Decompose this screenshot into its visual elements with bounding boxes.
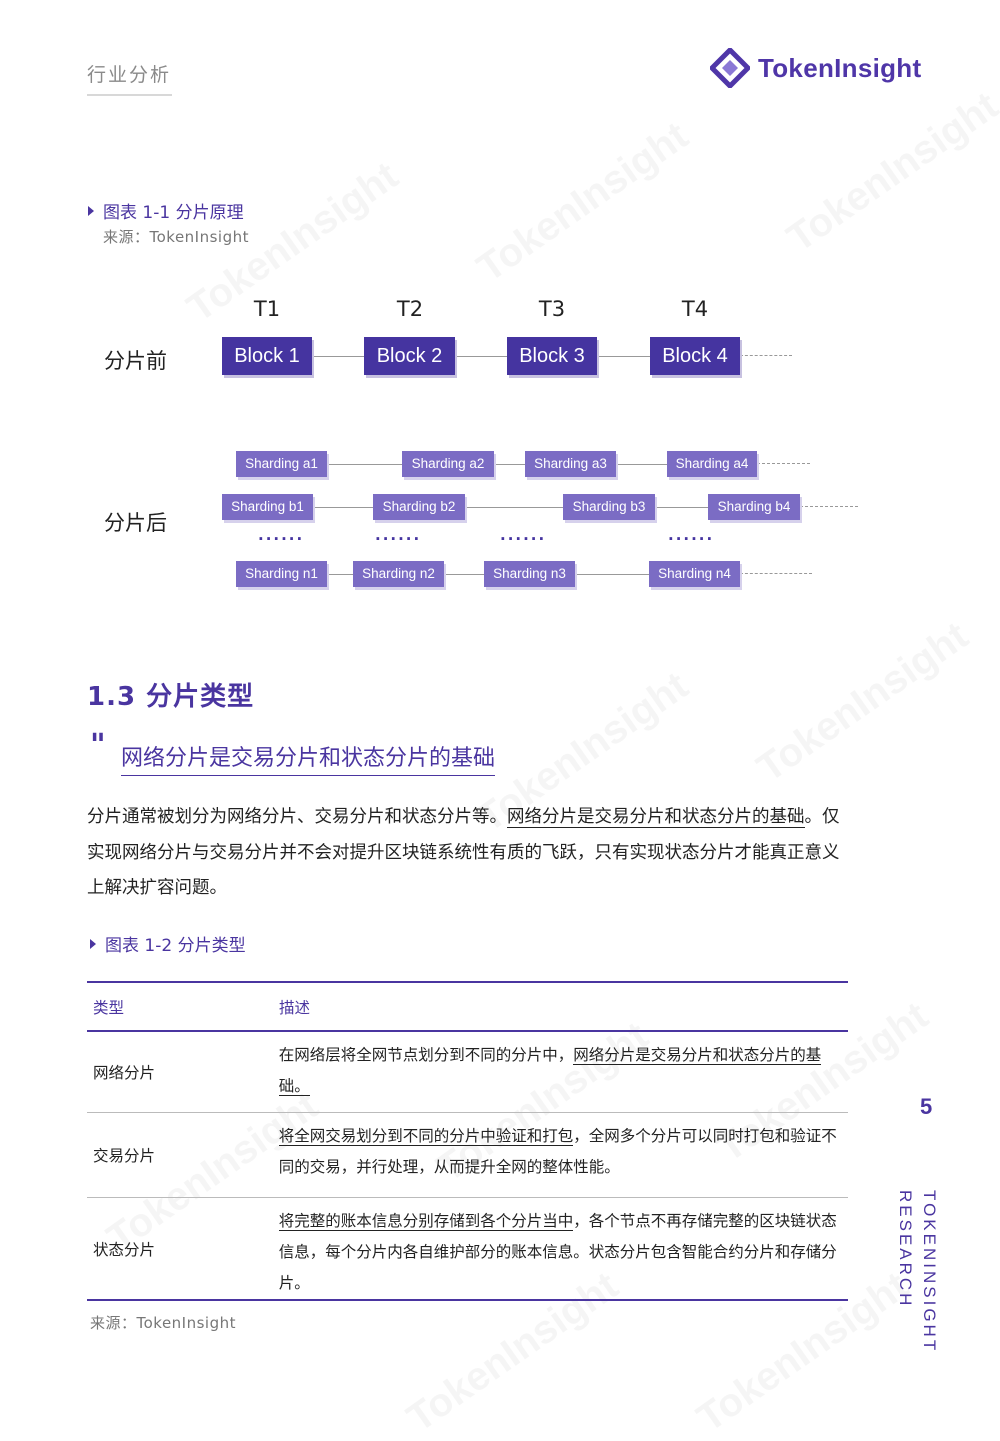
block: Block 4	[650, 337, 740, 375]
paragraph-text: 分片通常被划分为网络分片、交易分片和状态分片等。	[87, 807, 507, 827]
shard-link	[327, 574, 353, 575]
cell-description: 将完整的账本信息分别存储到各个分片当中，各个节点不再存储完整的区块链状态信息，每…	[273, 1198, 848, 1299]
table-top-rule	[87, 981, 848, 983]
ellipsis-dots: ......	[500, 526, 547, 544]
watermark: TokenInsight	[749, 614, 976, 792]
time-label: T3	[538, 297, 566, 321]
paragraph-text: 。仅实现网络分片与交易分片并不会对提升区块链系统性有质的飞跃，只有实现状态分片才…	[87, 807, 840, 898]
chain-link	[455, 356, 507, 357]
table-row: 网络分片 在网络层将全网节点划分到不同的分片中，网络分片是交易分片和状态分片的基…	[87, 1032, 848, 1113]
ellipsis-dots: ......	[668, 526, 715, 544]
desc-text: ，各个节点不再存储完整的区块链状态信息，每个分片内各自维护部分的账本信息。状态分…	[278, 1212, 837, 1292]
shard-block: Sharding a1	[236, 451, 327, 477]
section-label-underline	[87, 94, 172, 96]
shard-block: Sharding b2	[373, 494, 465, 520]
figure-caption: 图表 1-2 分片类型	[90, 931, 246, 956]
shard-block: Sharding n4	[649, 561, 740, 587]
caption-arrow-icon	[88, 205, 94, 216]
table-row: 状态分片 将完整的账本信息分别存储到各个分片当中，各个节点不再存储完整的区块链状…	[87, 1198, 848, 1301]
time-label: T1	[253, 297, 281, 321]
cell-type: 状态分片	[93, 1240, 156, 1259]
table-source: 来源：TokenInsight	[90, 1314, 237, 1332]
table-header: 类型 描述	[87, 983, 848, 1032]
shard-continuation	[800, 506, 858, 507]
tokeninsight-logo-icon	[710, 48, 750, 88]
ellipsis-dots: ......	[375, 526, 422, 544]
section-label: 行业分析	[87, 64, 172, 86]
figure-source: 来源：TokenInsight	[103, 228, 250, 246]
table-row: 交易分片 将全网交易划分到不同的分片中验证和打包，全网多个分片可以同时打包和验证…	[87, 1113, 848, 1198]
figure-caption: 图表 1-1 分片原理	[88, 198, 244, 223]
desc-text: 在网络层将全网节点划分到不同的分片中，	[278, 1046, 574, 1064]
figure-caption-text: 图表 1-2 分片类型	[105, 936, 246, 956]
time-label: T2	[396, 297, 424, 321]
shard-link	[575, 574, 649, 575]
logo: TokenInsight	[710, 48, 921, 88]
block: Block 1	[222, 337, 312, 375]
vertical-title-line: RESEARCH	[896, 1190, 915, 1309]
figure-caption-text: 图表 1-1 分片原理	[103, 203, 244, 223]
sharding-types-table: 类型 描述 网络分片 在网络层将全网节点划分到不同的分片中，网络分片是交易分片和…	[87, 981, 848, 1301]
desc-highlight: 将全网交易划分到不同的分片中验证和打包	[278, 1127, 574, 1146]
time-label: T4	[681, 297, 709, 321]
desc-highlight: 网络分片是交易分片和状态分片的基础。	[278, 1046, 822, 1096]
shard-block: Sharding b1	[222, 494, 313, 520]
section-heading: 1.3 分片类型	[87, 682, 255, 712]
cell-description: 在网络层将全网节点划分到不同的分片中，网络分片是交易分片和状态分片的基础。	[273, 1032, 848, 1112]
header-description: 描述	[279, 998, 311, 1017]
after-sharding-label: 分片后	[104, 511, 167, 535]
shard-link	[327, 464, 402, 465]
watermark: TokenInsight	[469, 114, 696, 292]
shard-link	[444, 574, 484, 575]
shard-block: Sharding n2	[353, 561, 444, 587]
chain-continuation	[740, 355, 792, 356]
ellipsis-dots: ......	[258, 526, 305, 544]
shard-link	[465, 507, 563, 508]
shard-block: Sharding b4	[708, 494, 800, 520]
before-sharding-label: 分片前	[104, 349, 167, 373]
desc-highlight: 将完整的账本信息分别存储到各个分片当中	[278, 1212, 574, 1231]
pull-quote: 网络分片是交易分片和状态分片的基础	[121, 740, 496, 776]
cell-type: 网络分片	[93, 1064, 156, 1082]
shard-block: Sharding n3	[484, 561, 575, 587]
quote-mark-icon: "	[90, 728, 106, 763]
vertical-title: TOKENINSIGHT RESEARCH	[893, 1190, 941, 1353]
shard-block: Sharding a4	[667, 451, 757, 477]
shard-link	[494, 464, 525, 465]
header-type: 类型	[93, 998, 125, 1017]
chain-link	[597, 356, 650, 357]
shard-link	[616, 464, 667, 465]
shard-link	[655, 507, 708, 508]
shard-block: Sharding a2	[402, 451, 494, 477]
vertical-title-line: TOKENINSIGHT	[920, 1190, 939, 1354]
chain-link	[312, 356, 364, 357]
cell-type: 交易分片	[93, 1147, 156, 1165]
paragraph-highlight: 网络分片是交易分片和状态分片的基础	[507, 807, 805, 828]
shard-block: Sharding b3	[563, 494, 655, 520]
shard-continuation	[757, 463, 810, 464]
cell-description: 将全网交易划分到不同的分片中验证和打包，全网多个分片可以同时打包和验证不同的交易…	[273, 1113, 848, 1197]
page-number: 5	[920, 1094, 933, 1119]
block: Block 3	[507, 337, 597, 375]
body-paragraph: 分片通常被划分为网络分片、交易分片和状态分片等。网络分片是交易分片和状态分片的基…	[87, 800, 847, 907]
logo-wordmark: TokenInsight	[758, 52, 922, 83]
desc-text: ，全网多个分片可以同时打包和验证不同的交易，并行处理，从而提升全网的整体性能。	[278, 1127, 837, 1176]
shard-continuation	[740, 573, 812, 574]
caption-arrow-icon	[90, 938, 96, 949]
shard-block: Sharding n1	[236, 561, 327, 587]
watermark: TokenInsight	[779, 84, 1000, 262]
shard-block: Sharding a3	[525, 451, 616, 477]
shard-link	[313, 507, 373, 508]
block: Block 2	[364, 337, 455, 375]
